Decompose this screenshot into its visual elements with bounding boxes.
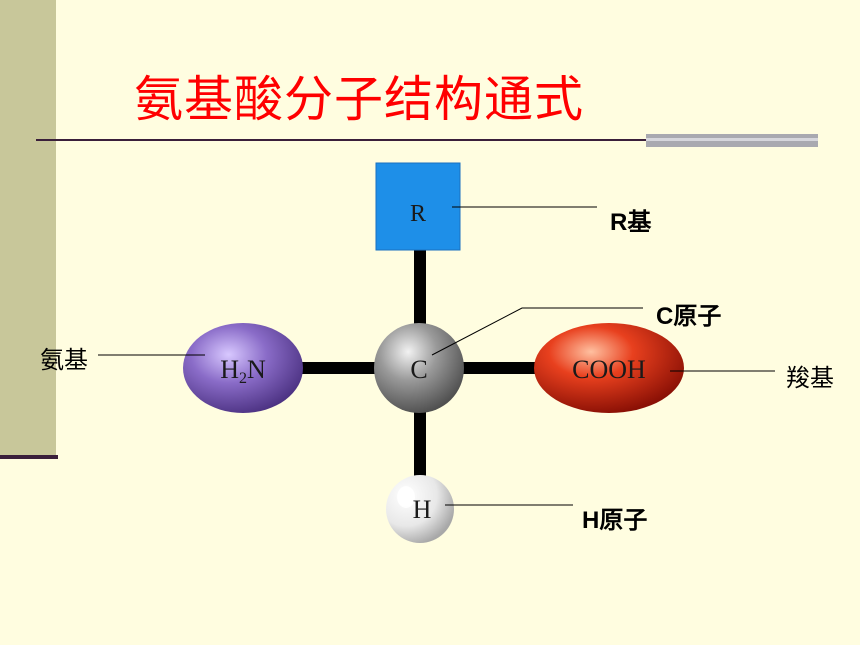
amino-symbol-base: H xyxy=(220,355,239,384)
page-title: 氨基酸分子结构通式 xyxy=(134,71,585,128)
amino-symbol-tail: N xyxy=(247,355,266,384)
label-amino-group: 氨基 xyxy=(40,346,88,374)
r-group-box xyxy=(375,162,461,251)
title-accent-highlight xyxy=(646,138,818,141)
hydrogen-symbol: H xyxy=(413,495,432,524)
carbon-symbol: C xyxy=(410,355,427,384)
carboxyl-symbol: COOH xyxy=(572,355,646,384)
r-group-symbol: R xyxy=(410,201,426,227)
label-r-group: R基 xyxy=(610,209,652,236)
amino-symbol-subscript: 2 xyxy=(239,370,247,387)
label-carboxyl-group: 羧基 xyxy=(786,364,834,392)
title-underline xyxy=(36,139,676,141)
side-decoration-rule xyxy=(0,455,58,459)
hydrogen-highlight xyxy=(397,486,415,508)
amino-group-ellipse xyxy=(183,323,303,413)
label-carbon-atom: C原子 xyxy=(656,303,722,330)
callout-line-carbon xyxy=(431,307,643,356)
amino-group-symbol: H2N xyxy=(220,355,266,387)
label-hydrogen-atom: H原子 xyxy=(582,507,648,534)
side-decoration-bar xyxy=(0,0,56,455)
carbon-atom xyxy=(374,323,464,413)
carboxyl-group-ellipse xyxy=(534,323,684,413)
